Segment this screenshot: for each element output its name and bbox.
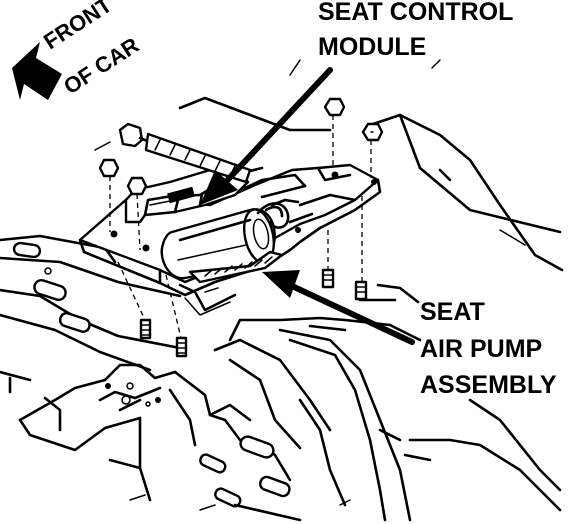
- fasteners: [98, 97, 384, 358]
- arrow-up-left-icon: [12, 42, 62, 100]
- front-of-car-indicator: FRONT OF CAR: [12, 0, 144, 100]
- seat-control-module-label-line2: MODULE: [318, 33, 426, 61]
- seat-air-pump-label-line2: AIR PUMP: [420, 335, 542, 363]
- seat-air-pump-label-line1: SEAT: [420, 298, 485, 326]
- seat-control-module-label-line1: SEAT CONTROL: [318, 0, 513, 26]
- wire-harness-bolt: [118, 122, 252, 184]
- floor-pan: [0, 59, 564, 522]
- seat-air-pump-leader-arrow: [262, 270, 415, 345]
- seat-air-pump-assembly: [160, 198, 300, 284]
- seat-air-pump-label-line3: ASSEMBLY: [420, 371, 557, 399]
- front-of-car-label-line1: FRONT: [39, 0, 117, 54]
- seat-control-module-leader-arrow: [200, 67, 333, 205]
- front-of-car-label-line2: OF CAR: [59, 32, 143, 99]
